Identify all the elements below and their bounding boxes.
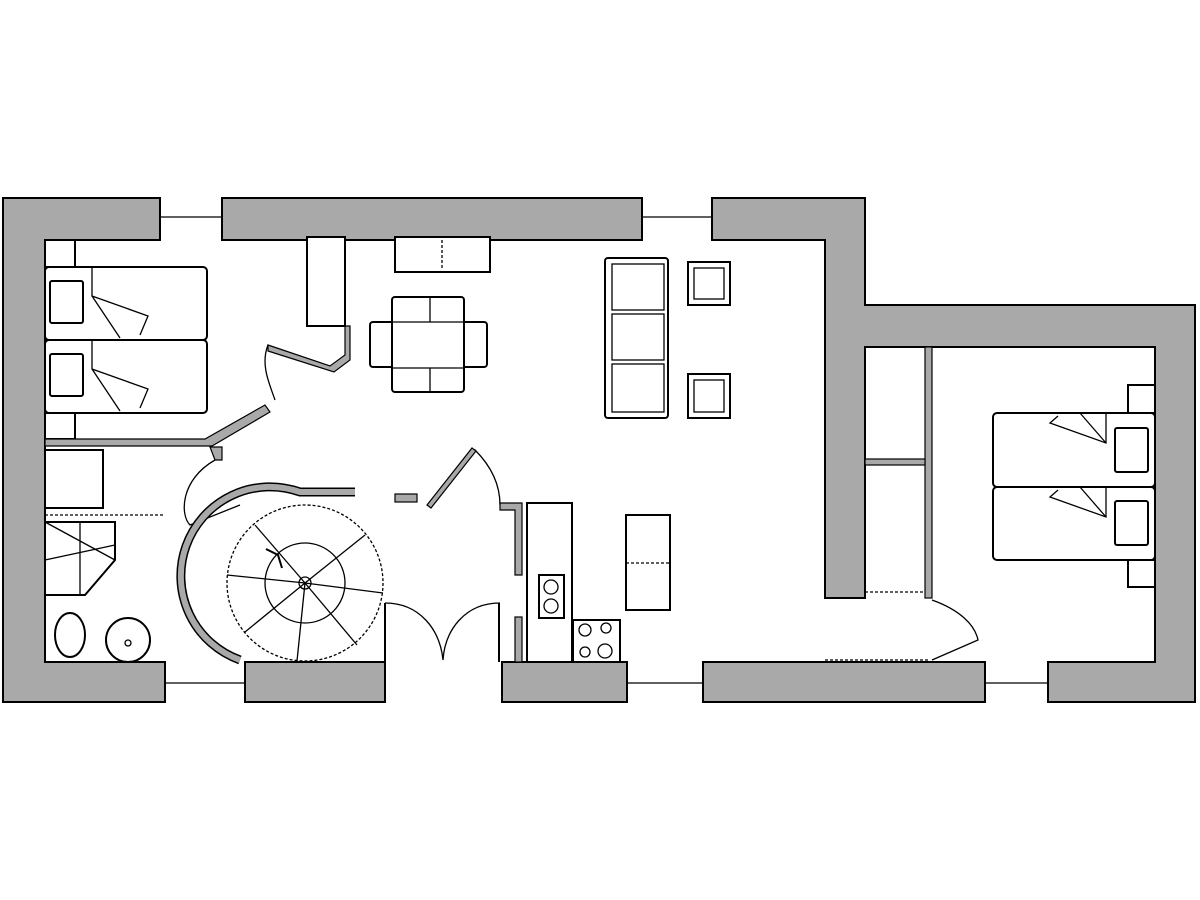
wall-stub <box>394 493 418 503</box>
bed <box>44 339 208 414</box>
left-bedroom <box>44 236 351 447</box>
burner <box>600 622 612 634</box>
blanket-fold <box>1048 486 1107 518</box>
blanket-fold <box>91 267 149 339</box>
blanket-fold <box>1048 412 1107 444</box>
door <box>267 325 351 373</box>
basin <box>543 579 559 595</box>
pillow <box>49 353 84 397</box>
kitchen-partition <box>514 616 523 663</box>
basin <box>543 598 559 614</box>
sofa-cushion <box>611 363 665 413</box>
stair-inner <box>264 542 346 624</box>
partition-wall <box>924 346 933 599</box>
armchair <box>687 261 731 306</box>
partition-wall <box>44 404 271 447</box>
kitchen <box>526 502 671 663</box>
armchair-seat <box>693 267 725 300</box>
living-room <box>369 236 731 419</box>
wall-top-middle <box>221 197 643 241</box>
sink-drain <box>124 639 132 647</box>
dining-table <box>391 296 465 393</box>
door <box>426 447 477 509</box>
nightstand <box>1127 384 1156 414</box>
sofa <box>604 257 669 419</box>
pillow <box>1114 427 1149 473</box>
exterior-walls <box>2 197 1196 703</box>
stair-treads <box>226 524 384 662</box>
spiral-staircase <box>176 482 418 665</box>
door-swing <box>183 459 241 526</box>
wall-bottom-2 <box>501 661 628 703</box>
toilet <box>54 612 86 658</box>
sink-double <box>538 574 565 619</box>
wardrobe <box>306 236 346 327</box>
shower-drain-lines <box>44 521 116 595</box>
wall-top-left <box>2 197 166 703</box>
bathroom <box>44 446 241 663</box>
direction-arrow <box>265 548 283 569</box>
burner <box>579 646 591 658</box>
wall-bottom-1 <box>244 661 386 703</box>
wardrobe-divider <box>864 458 926 466</box>
door-jamb <box>209 446 223 461</box>
nightstand <box>44 239 76 268</box>
armchair-seat <box>693 379 725 413</box>
armchair <box>687 373 731 419</box>
kitchen-partition <box>499 502 523 576</box>
burner <box>578 623 592 637</box>
burner <box>597 643 613 659</box>
nightstand <box>44 412 76 440</box>
wall-top-right <box>711 197 1196 703</box>
stair-outline <box>226 504 384 662</box>
wall-bottom-3 <box>702 661 986 703</box>
sofa-cushion <box>611 313 665 361</box>
door-swing <box>931 599 979 661</box>
pillow <box>1114 500 1149 546</box>
blanket-fold <box>91 340 149 412</box>
nightstand <box>1127 559 1156 588</box>
windows <box>160 216 1048 684</box>
right-bedroom <box>825 346 1156 661</box>
door-swing <box>264 344 276 401</box>
sofa-cushion <box>611 263 665 311</box>
cabinet <box>44 449 104 509</box>
pillow <box>49 280 84 324</box>
double-door-swing <box>384 602 501 661</box>
entrance <box>384 447 523 663</box>
